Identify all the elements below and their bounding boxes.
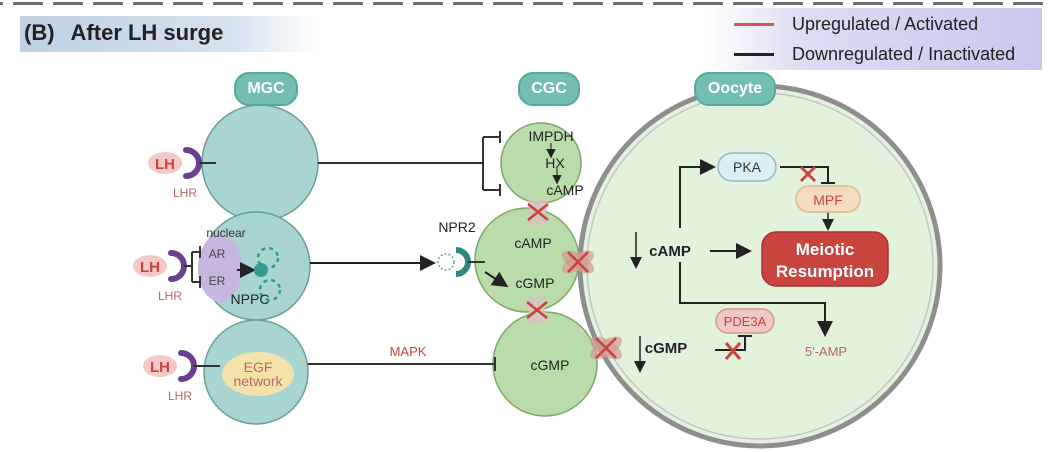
cgc-compartment-label: CGC [518,72,580,106]
npr2-to-cgmp-arrow [484,271,509,288]
camp-to-pka-arrow [679,159,716,228]
mapk-label: MAPK [390,344,427,359]
legend-label-upregulated: Upregulated / Activated [792,14,979,34]
legend-label-downregulated: Downregulated / Inactivated [792,44,1016,64]
lh-receptor-top [148,147,216,179]
lh-label-middle: LH [140,259,160,276]
pde3a-node [715,308,775,334]
nppc-molecule [254,263,268,277]
gap-junction-closed-icon [589,336,623,360]
mpf-node [795,185,861,213]
legend-swatch-red [734,23,774,26]
hx-label: HX [545,155,565,171]
panel-label: (B) [24,20,55,45]
lh-receptor-middle [133,246,201,288]
gap-junction-closed-icon [561,250,595,274]
npr2-receptor-icon [455,247,471,277]
legend: Upregulated / Activated Downregulated / … [704,8,1042,70]
nppc-label: NPPC [231,291,270,307]
cgmp-label-cgc-mid: cGMP [516,275,555,291]
nuclear-label: nuclear [206,226,245,240]
resumption-label: Resumption [776,262,874,281]
egf-label: EGF [244,359,273,375]
egf-network-blob [222,352,294,396]
cgmp-label-cgc-bottom: cGMP [531,357,570,373]
npr2-ligand-site [437,253,455,271]
top-dashed-divider [0,0,1048,8]
panel-title: (B) After LH surge [24,20,223,46]
pka-node [717,152,777,182]
camp-label-cgc-mid: cAMP [514,235,551,251]
oocyte-compartment-label: Oocyte [694,72,776,106]
network-label: network [233,373,283,389]
lhr-label-bottom: LHR [168,389,192,403]
lh-label-bottom: LH [150,359,170,376]
nppc-vesicle-top [256,246,280,270]
nppc-vesicle-bottom [258,278,282,302]
lhr-label-middle: LHR [158,289,182,303]
pde3a-label: PDE3A [724,314,767,329]
pka-inactivated-x-icon [799,165,817,183]
legend-swatch-black [734,53,774,56]
legend-item-downregulated: Downregulated / Inactivated [734,44,1015,65]
5amp-label: 5'-AMP [805,344,847,359]
npr2-label: NPR2 [438,219,476,235]
panel-title-text: After LH surge [70,20,224,45]
camp-label-oocyte: cAMP [649,243,691,260]
impdh-label: IMPDH [528,128,573,144]
title-band [20,16,320,52]
meiotic-resumption-node [761,231,889,287]
ar-label: AR [209,247,226,261]
mgc-cell-top [201,104,319,222]
lh-receptor-bottom [143,350,220,382]
cgmp-label-oocyte: cGMP [645,340,688,357]
er-label: ER [209,274,226,288]
pde3a-inhibition [715,335,752,351]
gap-junction-closed-icon [527,197,549,227]
camp-label-cgc-top: cAMP [546,182,583,198]
lhr-label-top: LHR [173,186,197,200]
pka-label: PKA [733,159,762,175]
nuclear-receptor-blob [198,234,242,302]
impdh-camp-inhibition [482,131,501,196]
mpf-label: MPF [813,192,843,208]
pka-inhibits-mpf [780,166,835,184]
pde3a-inactivated-x-icon [724,342,742,360]
gap-junction-closed-icon [525,294,549,326]
legend-item-upregulated: Upregulated / Activated [734,14,978,35]
meiotic-label: Meiotic [796,240,855,259]
cgc-cell-middle [474,207,580,313]
lh-label-top: LH [155,156,175,173]
camp-to-5amp-arrow [679,262,833,337]
mgc-compartment-label: MGC [234,72,298,106]
